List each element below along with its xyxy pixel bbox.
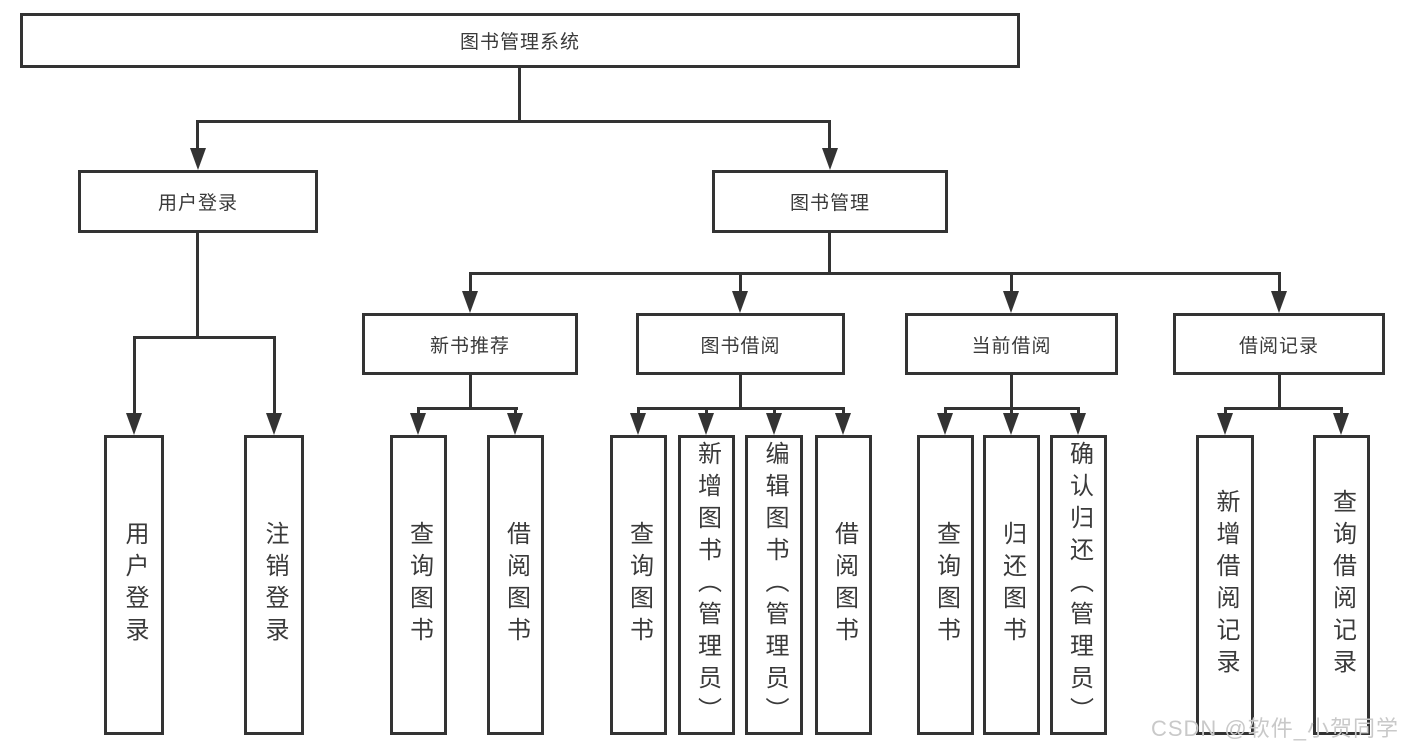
- leaf-query-borrow-record: 查询借阅记录: [1313, 435, 1370, 735]
- connector-records-rail: [1224, 407, 1343, 410]
- connector-mgmt-stub: [828, 233, 831, 275]
- arrow-down-icon: [1070, 413, 1086, 435]
- arrow-down-icon: [1333, 413, 1349, 435]
- connector-drop-leaf: [637, 407, 640, 416]
- connector-drop-leaf: [514, 407, 517, 416]
- connector-drop-recommend: [469, 272, 472, 293]
- leaf-label: 归还图书: [998, 521, 1026, 649]
- connector-borrow-stub: [739, 375, 742, 410]
- connector-drop-leaf: [1224, 407, 1227, 416]
- arrow-down-icon: [732, 291, 748, 313]
- leaf-query-books: 查询图书: [917, 435, 974, 735]
- arrow-down-icon: [630, 413, 646, 435]
- connector-drop-records: [1278, 272, 1281, 293]
- leaf-query-books: 查询图书: [390, 435, 447, 735]
- connector-records-stub: [1278, 375, 1281, 410]
- connector-login-stub: [196, 233, 199, 338]
- arrow-down-icon: [1217, 413, 1233, 435]
- connector-drop-leaf: [417, 407, 420, 416]
- csdn-watermark: CSDN @软件_小贺同学: [1150, 716, 1399, 741]
- connector-drop-leaf: [273, 336, 276, 415]
- connector-level3-rail: [469, 272, 1281, 275]
- connector-drop-leaf: [1340, 407, 1343, 416]
- node-book-management: 图书管理: [712, 170, 948, 233]
- leaf-label: 编辑图书（管理员）: [761, 441, 788, 729]
- connector-drop-leaf: [1010, 407, 1013, 416]
- arrow-down-icon: [1271, 291, 1287, 313]
- arrow-down-icon: [1003, 291, 1019, 313]
- leaf-label: 用户登录: [121, 521, 148, 649]
- connector-drop-leaf: [944, 407, 947, 416]
- leaf-add-borrow-record: 新增借阅记录: [1196, 435, 1254, 735]
- arrow-down-icon: [266, 413, 282, 435]
- arrow-down-icon: [190, 148, 206, 170]
- connector-drop-leaf: [842, 407, 845, 416]
- node-new-book-recommend: 新书推荐: [362, 313, 578, 375]
- node-root: 图书管理系统: [20, 13, 1020, 68]
- connector-drop-user-login: [196, 120, 199, 150]
- leaf-label: 查询图书: [932, 521, 960, 649]
- node-user-login: 用户登录: [78, 170, 318, 233]
- arrow-down-icon: [766, 413, 782, 435]
- connector-borrow-rail: [637, 407, 845, 410]
- connector-level2-rail: [197, 120, 831, 123]
- leaf-add-book-admin: 新增图书（管理员）: [678, 435, 735, 735]
- leaf-edit-book-admin: 编辑图书（管理员）: [745, 435, 803, 735]
- leaf-label: 借阅图书: [830, 521, 858, 649]
- connector-drop-book-management: [828, 120, 831, 150]
- leaf-user-login: 用户登录: [104, 435, 164, 735]
- node-book-borrow: 图书借阅: [636, 313, 845, 375]
- leaf-label: 查询图书: [625, 521, 653, 649]
- connector-drop-leaf: [773, 407, 776, 416]
- arrow-down-icon: [835, 413, 851, 435]
- connector-login-rail: [133, 336, 275, 339]
- node-current-borrow: 当前借阅: [905, 313, 1118, 375]
- leaf-label: 查询借阅记录: [1328, 489, 1356, 681]
- leaf-confirm-return-admin: 确认归还（管理员）: [1050, 435, 1107, 735]
- connector-drop-leaf: [1077, 407, 1080, 416]
- connector-recommend-stub: [469, 375, 472, 410]
- arrow-down-icon: [937, 413, 953, 435]
- arrow-down-icon: [822, 148, 838, 170]
- leaf-label: 确认归还（管理员）: [1065, 441, 1093, 729]
- connector-current-stub: [1010, 375, 1013, 410]
- leaf-label: 查询图书: [405, 521, 433, 649]
- arrow-down-icon: [1003, 413, 1019, 435]
- leaf-label: 新增借阅记录: [1212, 489, 1239, 681]
- connector-drop-leaf: [705, 407, 708, 416]
- arrow-down-icon: [507, 413, 523, 435]
- leaf-logout: 注销登录: [244, 435, 304, 735]
- leaf-label: 注销登录: [261, 521, 288, 649]
- leaf-label: 借阅图书: [502, 521, 530, 649]
- arrow-down-icon: [462, 291, 478, 313]
- node-borrow-records: 借阅记录: [1173, 313, 1385, 375]
- leaf-return-books: 归还图书: [983, 435, 1040, 735]
- connector-drop-leaf: [133, 336, 136, 415]
- connector-recommend-rail: [417, 407, 518, 410]
- leaf-label: 新增图书（管理员）: [693, 441, 721, 729]
- connector-drop-current: [1010, 272, 1013, 293]
- arrow-down-icon: [698, 413, 714, 435]
- arrow-down-icon: [126, 413, 142, 435]
- leaf-query-books: 查询图书: [610, 435, 667, 735]
- connector-drop-borrow: [739, 272, 742, 293]
- connector-root-stub: [518, 68, 521, 122]
- leaf-borrow-books: 借阅图书: [815, 435, 872, 735]
- arrow-down-icon: [410, 413, 426, 435]
- leaf-borrow-books: 借阅图书: [487, 435, 544, 735]
